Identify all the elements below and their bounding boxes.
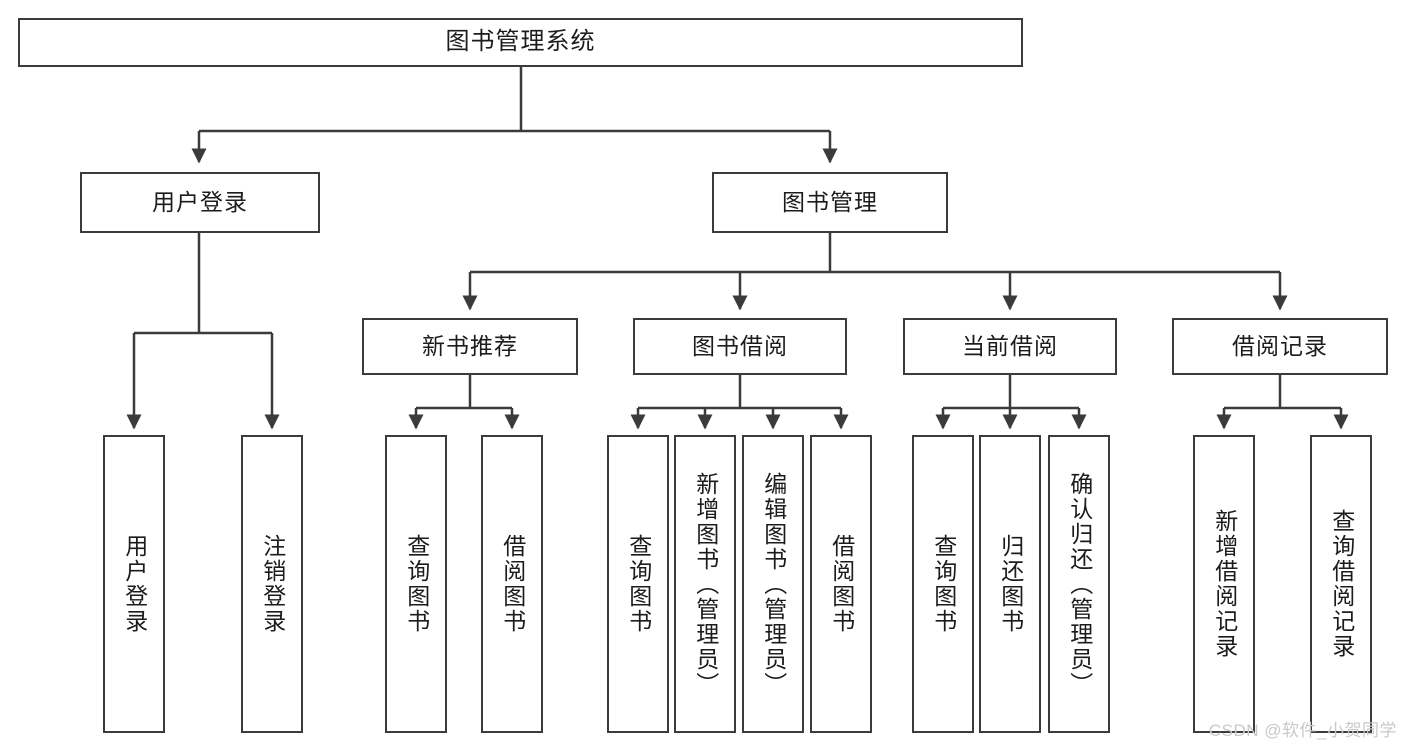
node-book-borrow[interactable]: 图书借阅	[633, 318, 847, 375]
node-user-login[interactable]: 用户登录	[80, 172, 320, 233]
node-borrow-record[interactable]: 借阅记录	[1172, 318, 1388, 375]
leaf-borrow-add-book-admin[interactable]: 新增图书（管理员）	[674, 435, 736, 733]
leaf-label: 确认归还（管理员）	[1066, 471, 1093, 697]
leaf-label: 新增图书（管理员）	[692, 471, 719, 697]
node-label: 借阅记录	[1232, 332, 1328, 359]
leaf-label: 查询图书	[625, 534, 652, 634]
leaf-recommend-borrow-book[interactable]: 借阅图书	[481, 435, 543, 733]
leaf-borrow-query-book[interactable]: 查询图书	[607, 435, 669, 733]
leaf-label: 查询图书	[403, 534, 430, 634]
node-root-system[interactable]: 图书管理系统	[18, 18, 1023, 67]
node-label: 用户登录	[152, 188, 248, 215]
leaf-current-query-book[interactable]: 查询图书	[912, 435, 974, 733]
leaf-label: 编辑图书（管理员）	[760, 471, 787, 697]
leaf-label: 查询借阅记录	[1328, 509, 1355, 659]
node-label: 新书推荐	[422, 332, 518, 359]
leaf-record-add-borrow-record[interactable]: 新增借阅记录	[1193, 435, 1255, 733]
leaf-label: 注销登录	[259, 534, 286, 634]
leaf-current-confirm-return-admin[interactable]: 确认归还（管理员）	[1048, 435, 1110, 733]
leaf-label: 借阅图书	[499, 534, 526, 634]
node-current-borrow[interactable]: 当前借阅	[903, 318, 1117, 375]
leaf-current-return-book[interactable]: 归还图书	[979, 435, 1041, 733]
node-label: 图书借阅	[692, 332, 788, 359]
csdn-watermark: CSDN @软件_小贺同学	[1208, 721, 1397, 740]
leaf-label: 用户登录	[121, 534, 148, 634]
leaf-label: 查询图书	[930, 534, 957, 634]
leaf-label: 归还图书	[997, 534, 1024, 634]
leaf-record-query-borrow-record[interactable]: 查询借阅记录	[1310, 435, 1372, 733]
leaf-user-login-signin[interactable]: 用户登录	[103, 435, 165, 733]
leaf-label: 借阅图书	[828, 534, 855, 634]
node-book-management[interactable]: 图书管理	[712, 172, 948, 233]
node-new-book-recommend[interactable]: 新书推荐	[362, 318, 578, 375]
leaf-user-login-signout[interactable]: 注销登录	[241, 435, 303, 733]
leaf-borrow-borrow-book[interactable]: 借阅图书	[810, 435, 872, 733]
leaf-borrow-edit-book-admin[interactable]: 编辑图书（管理员）	[742, 435, 804, 733]
node-label: 图书管理系统	[445, 28, 596, 56]
leaf-label: 新增借阅记录	[1211, 509, 1238, 659]
node-label: 当前借阅	[962, 332, 1058, 359]
node-label: 图书管理	[782, 188, 878, 215]
leaf-recommend-query-book[interactable]: 查询图书	[385, 435, 447, 733]
